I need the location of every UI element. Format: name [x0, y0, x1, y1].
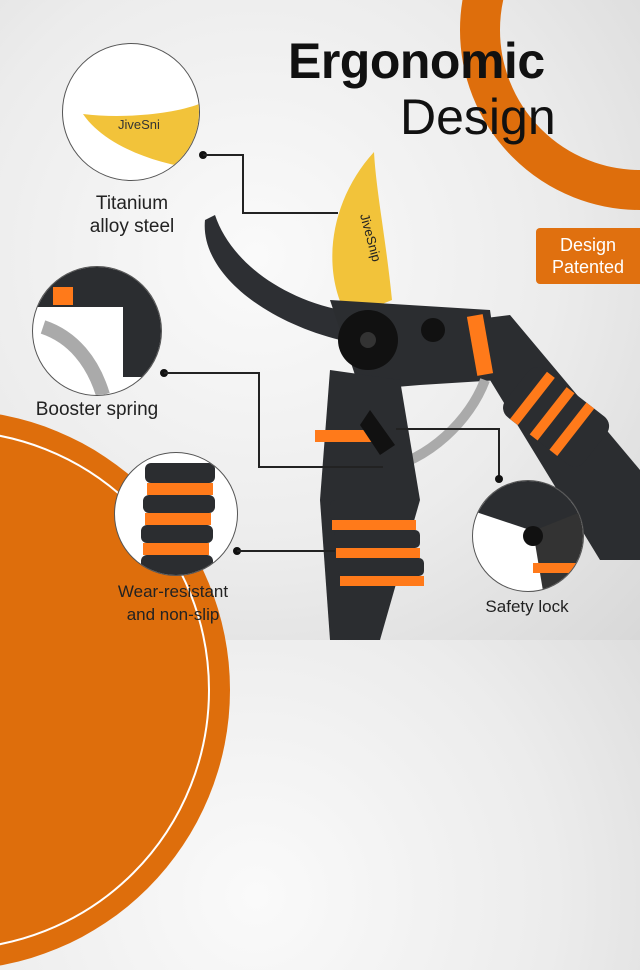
feature-grip-label: Wear-resistant and non-slip — [108, 580, 238, 626]
feature-grip-line1: Wear-resistant — [117, 582, 229, 601]
titanium-closeup-icon: JiveSni — [62, 43, 200, 181]
callout-line — [498, 428, 500, 478]
badge-line2: Patented — [551, 257, 625, 277]
feature-lock-label: Safety lock — [485, 597, 569, 616]
callout-line — [203, 154, 243, 156]
callout-line — [164, 372, 259, 374]
lock-closeup-icon — [472, 480, 584, 592]
callout-line — [242, 212, 338, 214]
feature-grip-line2: and non-slip — [126, 605, 220, 624]
feature-titanium-line2: alloy steel — [89, 216, 175, 237]
heading-line1: Ergonomic — [288, 33, 545, 89]
callout-line — [396, 428, 500, 430]
feature-titanium-label: Titanium alloy steel — [72, 192, 192, 238]
badge-line1: Design — [559, 235, 617, 255]
callout-line — [237, 550, 335, 552]
heading-line2: Design — [400, 89, 556, 145]
feature-titanium-line1: Titanium — [95, 193, 169, 214]
callout-line — [242, 154, 244, 212]
pruner-illustration-icon: JiveSnip — [204, 152, 640, 640]
spring-closeup-icon — [32, 266, 162, 396]
callout-line — [258, 372, 260, 467]
closeup-brand-text: JiveSni — [118, 117, 160, 132]
grip-closeup-icon — [114, 452, 238, 576]
feature-spring-label: Booster spring — [35, 399, 159, 420]
design-patented-badge: Design Patented — [536, 228, 640, 284]
callout-dot — [495, 475, 503, 483]
callout-line — [258, 466, 383, 468]
